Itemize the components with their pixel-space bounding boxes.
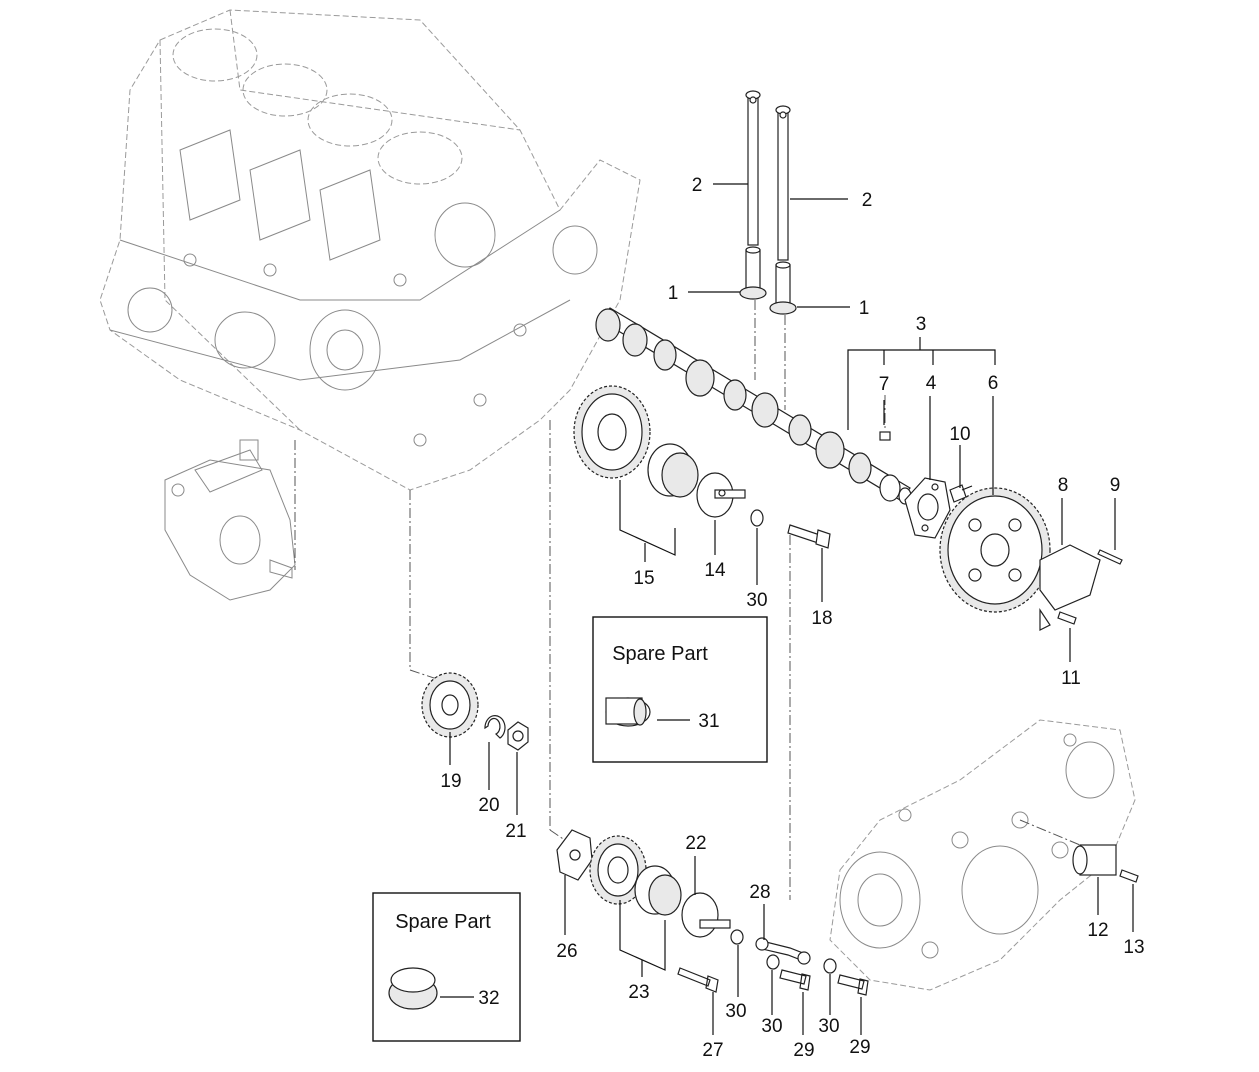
callout-11: 11 xyxy=(1061,668,1081,689)
washer-30-lower-a xyxy=(730,929,744,945)
spare-part-box-2-title: Spare Part xyxy=(395,911,491,933)
camshaft xyxy=(595,307,912,505)
callout-32: 32 xyxy=(478,988,499,1009)
tappet-left xyxy=(739,246,767,300)
banjo-bolt-29a xyxy=(779,969,811,991)
bolt-27 xyxy=(677,967,719,993)
callout-30d: 30 xyxy=(818,1016,839,1037)
callout-1a: 1 xyxy=(668,283,679,304)
camshaft-gear xyxy=(939,487,1051,613)
callout-30c: 30 xyxy=(761,1016,782,1037)
callout-4: 4 xyxy=(926,373,937,394)
callout-29a: 29 xyxy=(793,1040,814,1061)
idler-hub-14 xyxy=(696,472,746,518)
callout-20: 20 xyxy=(478,795,499,816)
callout-3: 3 xyxy=(916,314,927,335)
banjo-bolt-29b xyxy=(837,974,869,996)
idler-hub-22 xyxy=(681,892,731,938)
nut-21 xyxy=(507,721,529,751)
push-rod-right xyxy=(775,105,791,261)
washer-30-lower-c xyxy=(823,958,837,974)
engine-block-outline xyxy=(99,9,641,491)
thrust-plate xyxy=(904,477,951,539)
fuel-pump-outline xyxy=(164,439,296,601)
screw-10 xyxy=(949,484,973,503)
screw-13 xyxy=(1119,869,1139,883)
callout-22: 22 xyxy=(685,833,706,854)
callout-19: 19 xyxy=(440,771,461,792)
plate-26 xyxy=(556,829,593,881)
screw-11 xyxy=(1057,611,1077,625)
washer-30-upper xyxy=(750,509,764,527)
spare-part-box-1-title: Spare Part xyxy=(612,643,708,665)
callout-27: 27 xyxy=(702,1040,723,1061)
tappet-right xyxy=(769,261,797,315)
tone-wheel xyxy=(1039,544,1101,631)
callout-10: 10 xyxy=(949,424,970,445)
callout-31: 31 xyxy=(698,711,719,732)
callout-8: 8 xyxy=(1058,475,1069,496)
callout-18: 18 xyxy=(811,608,832,629)
spare-part-box-1: Spare Part xyxy=(592,616,768,763)
callout-29b: 29 xyxy=(849,1037,870,1058)
bushing-upper xyxy=(647,443,699,498)
callout-7: 7 xyxy=(879,374,890,395)
pin-9 xyxy=(1097,549,1123,565)
callout-28: 28 xyxy=(749,882,770,903)
idler-gear-lower xyxy=(589,835,647,905)
pump-drive-gear xyxy=(421,672,479,738)
speed-sensor-12 xyxy=(1072,844,1117,876)
callout-2b: 2 xyxy=(862,190,873,211)
callout-15: 15 xyxy=(633,568,654,589)
idler-gear-upper xyxy=(573,385,651,479)
callout-1b: 1 xyxy=(859,298,870,319)
callout-26: 26 xyxy=(556,941,577,962)
callout-12: 12 xyxy=(1087,920,1108,941)
callout-21: 21 xyxy=(505,821,526,842)
washer-30-lower-b xyxy=(766,954,780,970)
callout-14: 14 xyxy=(704,560,726,581)
spare-part-box-2: Spare Part xyxy=(372,892,521,1042)
callout-labels: 2 2 1 1 3 7 4 6 10 8 9 11 15 14 30 18 31… xyxy=(440,175,1144,1061)
callout-30a: 30 xyxy=(746,590,767,611)
callout-9: 9 xyxy=(1110,475,1121,496)
bolt-18 xyxy=(787,524,831,549)
camshaft-key xyxy=(879,431,891,441)
lock-washer-20 xyxy=(484,715,506,739)
leader-lines xyxy=(449,183,1134,1035)
callout-23: 23 xyxy=(628,982,649,1003)
bushing-lower xyxy=(634,865,682,916)
oil-pipe-28 xyxy=(755,937,811,965)
push-rod-left xyxy=(745,90,761,246)
callout-30b: 30 xyxy=(725,1001,746,1022)
alignment-lines xyxy=(294,300,1081,900)
callout-6: 6 xyxy=(988,373,999,394)
callout-13: 13 xyxy=(1123,937,1144,958)
callout-2a: 2 xyxy=(692,175,703,196)
